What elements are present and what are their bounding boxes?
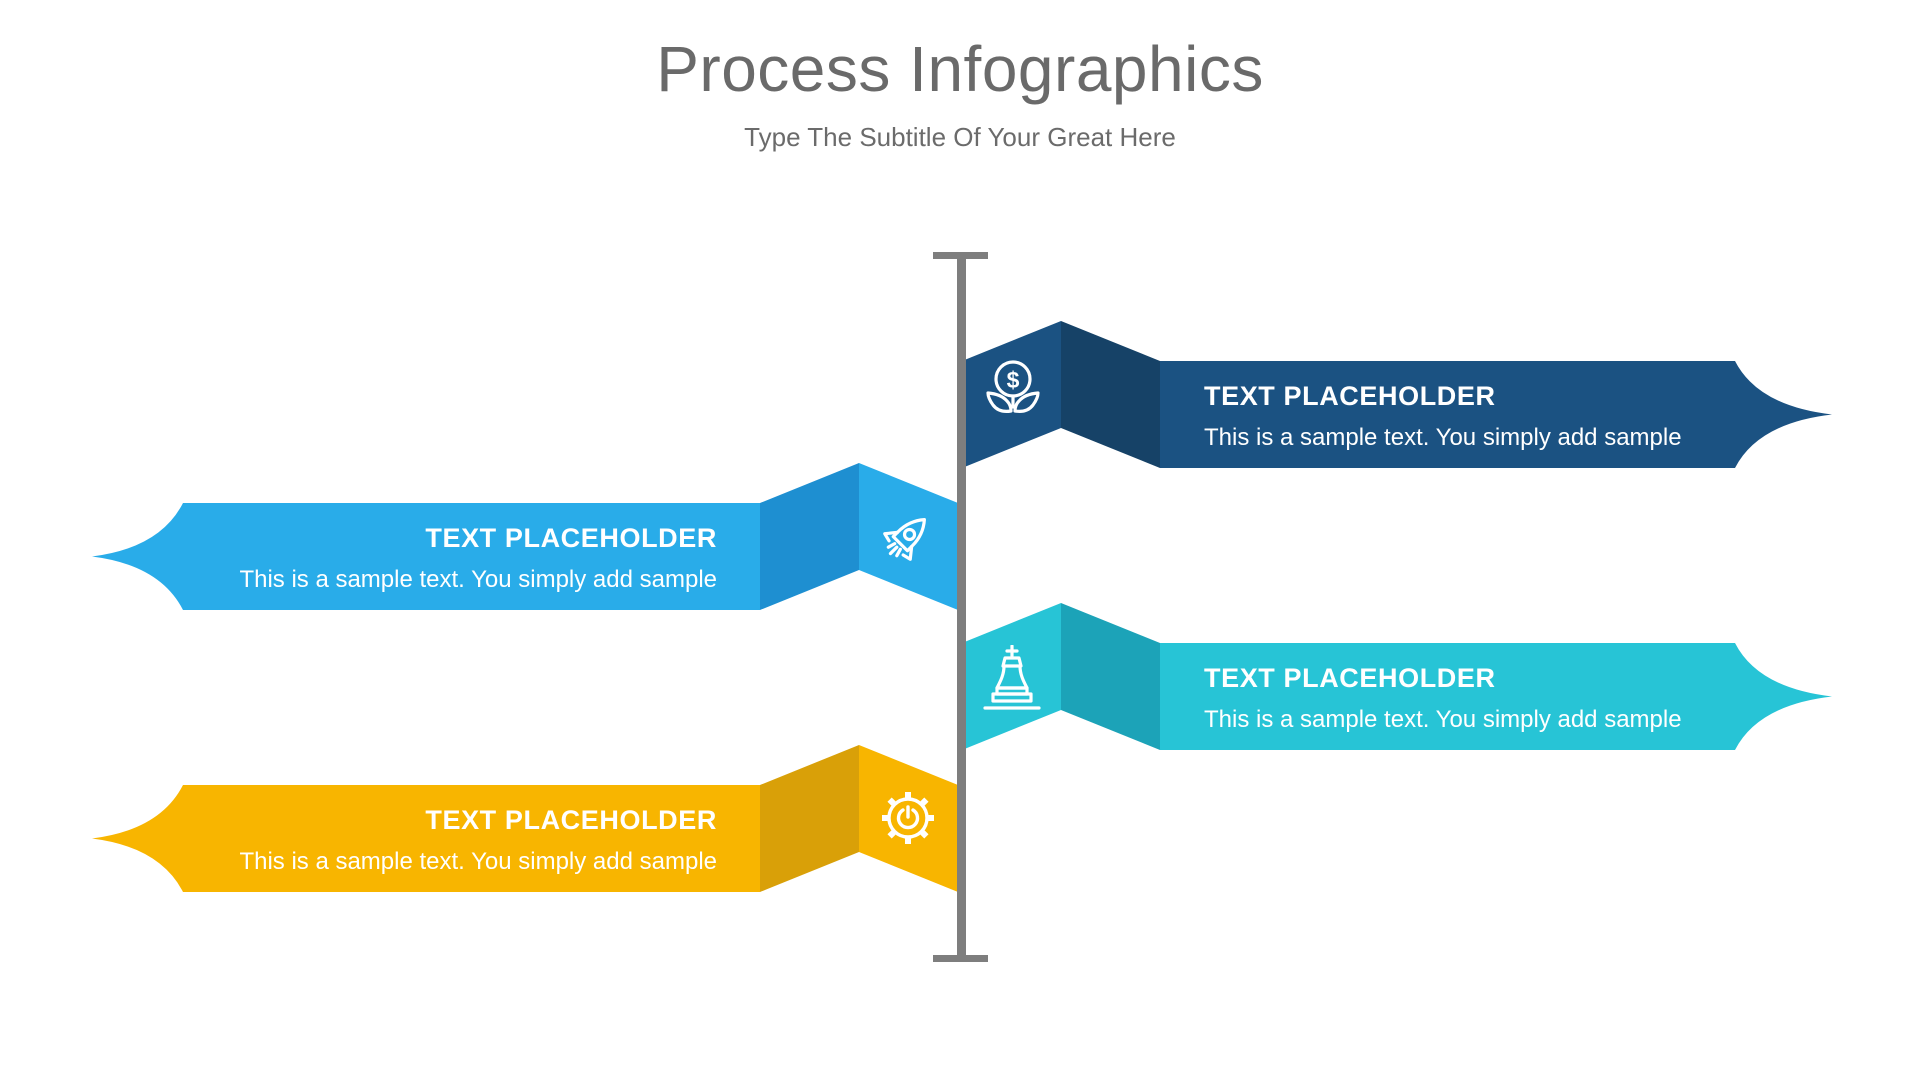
step-4-ribbon <box>92 745 958 892</box>
step-2-text: TEXT PLACEHOLDER This is a sample text. … <box>157 523 717 593</box>
step-3-description: This is a sample text. You simply add sa… <box>1204 706 1682 734</box>
step-4-text: TEXT PLACEHOLDER This is a sample text. … <box>157 805 717 875</box>
page-subtitle: Type The Subtitle Of Your Great Here <box>744 122 1176 152</box>
step-3-chevron <box>962 603 1061 750</box>
step-3-title: TEXT PLACEHOLDER <box>1204 663 1496 693</box>
step-1-fold <box>1061 321 1160 468</box>
page-title: Process Infographics <box>656 33 1264 105</box>
step-4-fold <box>760 745 859 892</box>
step-2-title: TEXT PLACEHOLDER <box>425 523 717 553</box>
svg-text:$: $ <box>1007 367 1020 393</box>
step-3-text: TEXT PLACEHOLDER This is a sample text. … <box>1204 663 1764 733</box>
step-1-text: TEXT PLACEHOLDER This is a sample text. … <box>1204 381 1764 451</box>
step-2-fold <box>760 463 859 610</box>
step-1-banner-bar <box>1160 361 1832 468</box>
step-3-fold <box>1061 603 1160 750</box>
step-2-banner-bar <box>92 503 760 610</box>
step-2-description: This is a sample text. You simply add sa… <box>239 566 717 594</box>
step-3-ribbon <box>962 603 1832 750</box>
step-1-title: TEXT PLACEHOLDER <box>1204 381 1496 411</box>
money-plant-icon: $ <box>977 356 1049 428</box>
step-2-ribbon <box>92 463 958 610</box>
step-1-description: This is a sample text. You simply add sa… <box>1204 424 1682 452</box>
rocket-icon <box>870 502 942 574</box>
timeline-bottom-cap <box>933 955 988 962</box>
step-4-title: TEXT PLACEHOLDER <box>425 805 717 835</box>
timeline <box>933 252 988 962</box>
gear-wrench-icon <box>872 782 944 854</box>
step-4-banner-bar <box>92 785 760 892</box>
step-2-chevron <box>859 463 958 610</box>
slide-header: Process Infographics Type The Subtitle O… <box>0 0 1920 153</box>
chess-king-icon <box>976 645 1048 717</box>
step-3-banner-bar <box>1160 643 1832 750</box>
timeline-line <box>957 252 966 962</box>
step-4-description: This is a sample text. You simply add sa… <box>239 848 717 876</box>
